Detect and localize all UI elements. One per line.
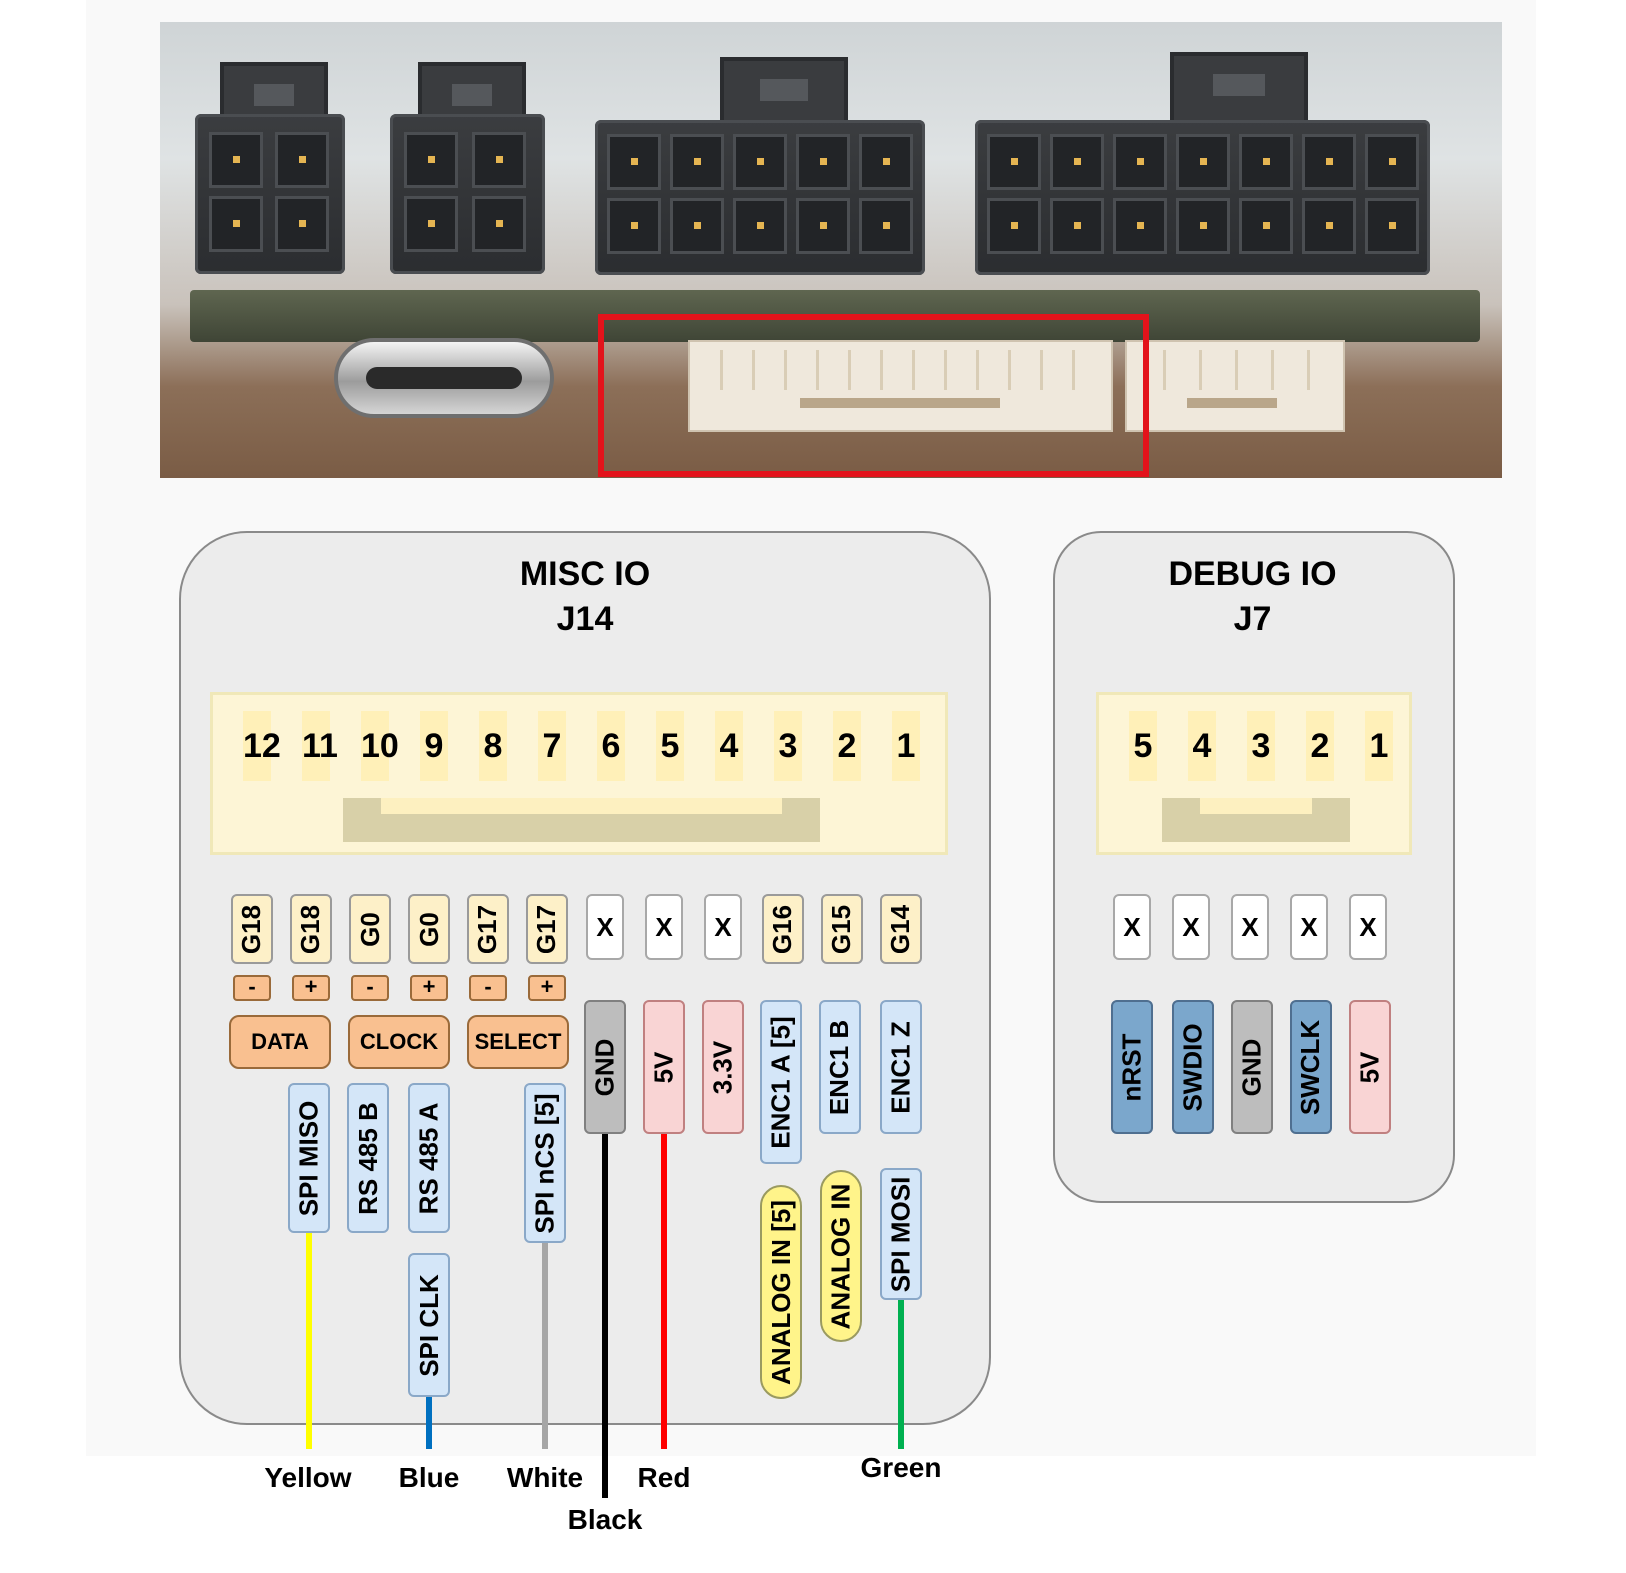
board-photo — [160, 22, 1502, 478]
polarity-minus: - — [469, 975, 507, 1001]
wire-label-black: Black — [567, 1504, 643, 1535]
wire-label-blue: Blue — [398, 1462, 460, 1493]
no-connect-label: X — [1113, 894, 1151, 960]
no-connect-label: X — [1349, 894, 1387, 960]
connector-key-ridge — [1200, 798, 1312, 814]
gpio-label: G16 — [762, 894, 804, 964]
gpio-label: G15 — [821, 894, 863, 964]
no-connect-label: X — [704, 894, 742, 960]
polarity-plus: + — [528, 975, 566, 1001]
gnd-label: GND — [584, 1000, 626, 1134]
j7-pin-number: 2 — [1306, 711, 1334, 781]
wire-label-white: White — [506, 1462, 584, 1493]
connector-latch — [1170, 52, 1308, 128]
yellow-wire — [306, 1233, 312, 1449]
nrst-label: nRST — [1111, 1000, 1153, 1134]
gpio-label: G17 — [467, 894, 509, 964]
highlight-box — [598, 314, 1149, 477]
enc1-z-label: ENC1 Z — [880, 1000, 922, 1134]
j7-pin-number: 4 — [1188, 711, 1216, 781]
5v-label: 5V — [643, 1000, 685, 1134]
rs485-a-label: RS 485 A — [408, 1083, 450, 1233]
no-connect-label: X — [1290, 894, 1328, 960]
spi-mosi-label: SPI MOSI — [880, 1168, 922, 1300]
gpio-label: G17 — [526, 894, 568, 964]
j14-pin-number: 1 — [892, 711, 920, 781]
jst-connector-12pin — [688, 340, 1113, 432]
gpio-label: G0 — [349, 894, 391, 964]
analog-in-5-label: ANALOG IN [5] — [760, 1185, 802, 1399]
no-connect-label: X — [645, 894, 683, 960]
white-wire — [542, 1243, 548, 1449]
spi-clk-label: SPI CLK — [408, 1253, 450, 1397]
j14-pin-number: 6 — [597, 711, 625, 781]
power-connector-2x2-b — [390, 114, 545, 274]
misc-io-title-line1: MISC IO — [519, 555, 651, 593]
debug-io-title: DEBUG IO J7 — [1100, 552, 1405, 642]
j14-pin-number: 12 — [243, 711, 281, 781]
gpio-label: G14 — [880, 894, 922, 964]
enc1-b-label: ENC1 B — [819, 1000, 861, 1134]
misc-io-title: MISC IO J14 — [380, 552, 790, 642]
spi-ncs-label: SPI nCS [5] — [524, 1083, 566, 1243]
wire-label-yellow: Yellow — [264, 1462, 352, 1493]
connector-latch — [720, 57, 848, 131]
gpio-label: G0 — [408, 894, 450, 964]
no-connect-label: X — [586, 894, 624, 960]
j14-connector-drawing: 12 11 10 9 8 7 6 5 4 3 2 1 — [210, 692, 948, 855]
black-wire — [602, 1134, 608, 1498]
polarity-minus: - — [351, 975, 389, 1001]
data-group-label: DATA — [229, 1015, 331, 1069]
j14-pin-number: 8 — [479, 711, 507, 781]
swclk-label: SWCLK — [1290, 1000, 1332, 1134]
j7-pin-number: 1 — [1365, 711, 1393, 781]
no-connect-label: X — [1231, 894, 1269, 960]
encoder-connector-2x7 — [975, 120, 1430, 275]
gpio-label: G18 — [290, 894, 332, 964]
j14-pin-number: 9 — [420, 711, 448, 781]
5v-label: 5V — [1349, 1000, 1391, 1134]
jst-connector-5pin — [1125, 340, 1345, 432]
enc1-a-label: ENC1 A [5] — [760, 1000, 802, 1164]
j14-pin-number: 7 — [538, 711, 566, 781]
green-wire — [898, 1300, 904, 1449]
j14-pin-number: 5 — [656, 711, 684, 781]
wire-label-green: Green — [860, 1452, 942, 1483]
wire-label-red: Red — [637, 1462, 691, 1493]
usb-c-port — [334, 338, 554, 418]
polarity-plus: + — [410, 975, 448, 1001]
polarity-plus: + — [292, 975, 330, 1001]
j14-pin-number: 3 — [774, 711, 802, 781]
no-connect-label: X — [1172, 894, 1210, 960]
gpio-label: G18 — [231, 894, 273, 964]
red-wire — [661, 1134, 667, 1449]
misc-io-title-line2: J14 — [556, 600, 614, 638]
j14-pin-number: 11 — [302, 711, 338, 781]
j7-pin-number: 5 — [1129, 711, 1157, 781]
j7-pin-number: 3 — [1247, 711, 1275, 781]
gnd-label: GND — [1231, 1000, 1273, 1134]
clock-group-label: CLOCK — [348, 1015, 450, 1069]
select-group-label: SELECT — [467, 1015, 569, 1069]
power-connector-2x2-a — [195, 114, 345, 274]
blue-wire — [426, 1397, 432, 1449]
rs485-b-label: RS 485 B — [347, 1083, 389, 1233]
3v3-label: 3.3V — [702, 1000, 744, 1134]
j14-pin-number: 4 — [715, 711, 743, 781]
j14-pin-number: 2 — [833, 711, 861, 781]
debug-io-title-line1: DEBUG IO — [1168, 555, 1337, 593]
polarity-minus: - — [233, 975, 271, 1001]
j7-connector-drawing: 5 4 3 2 1 — [1096, 692, 1412, 855]
spi-miso-label: SPI MISO — [288, 1083, 330, 1233]
connector-key-ridge — [381, 798, 782, 814]
swdio-label: SWDIO — [1172, 1000, 1214, 1134]
motor-connector-2x5 — [595, 120, 925, 275]
analog-in-label: ANALOG IN — [820, 1170, 862, 1342]
j14-pin-number: 10 — [361, 711, 399, 781]
debug-io-title-line2: J7 — [1233, 600, 1272, 638]
